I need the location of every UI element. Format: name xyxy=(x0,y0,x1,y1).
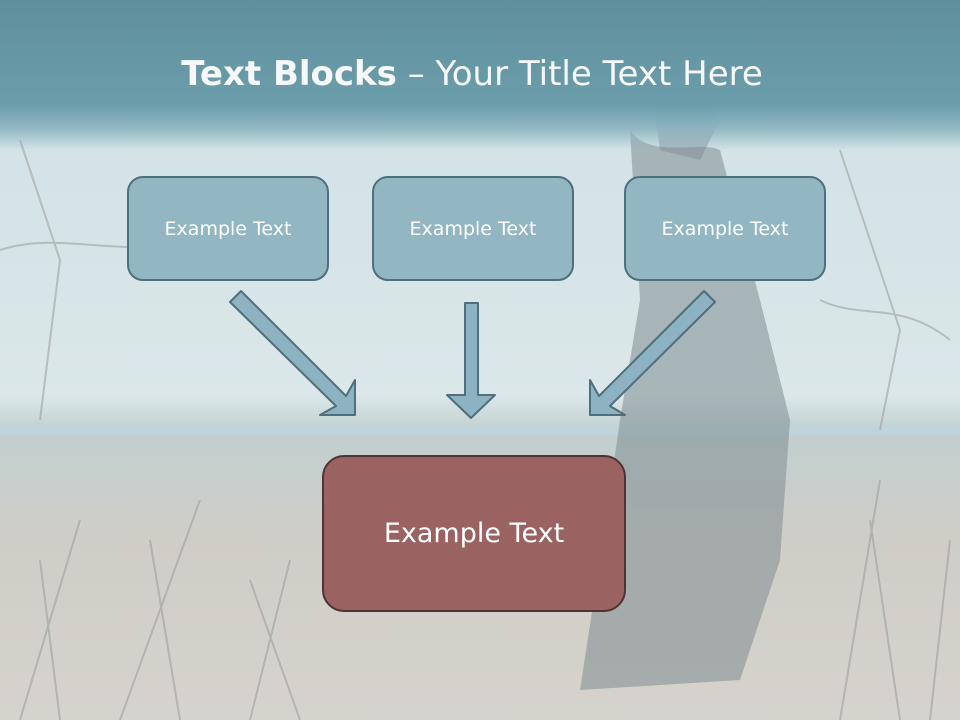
arrow-left-diagonal xyxy=(229,290,356,416)
text-block-left: Example Text xyxy=(127,176,329,281)
title-band xyxy=(0,0,960,150)
arrow-center-down xyxy=(446,302,496,419)
slide-title: Text Blocks – Your Title Text Here xyxy=(0,52,944,96)
arrow-right-diagonal xyxy=(589,290,716,416)
target-text-block: Example Text xyxy=(322,455,626,612)
title-rest-part: – Your Title Text Here xyxy=(396,54,763,94)
text-block-right: Example Text xyxy=(624,176,826,281)
title-bold-part: Text Blocks xyxy=(181,54,397,94)
text-block-center: Example Text xyxy=(372,176,574,281)
